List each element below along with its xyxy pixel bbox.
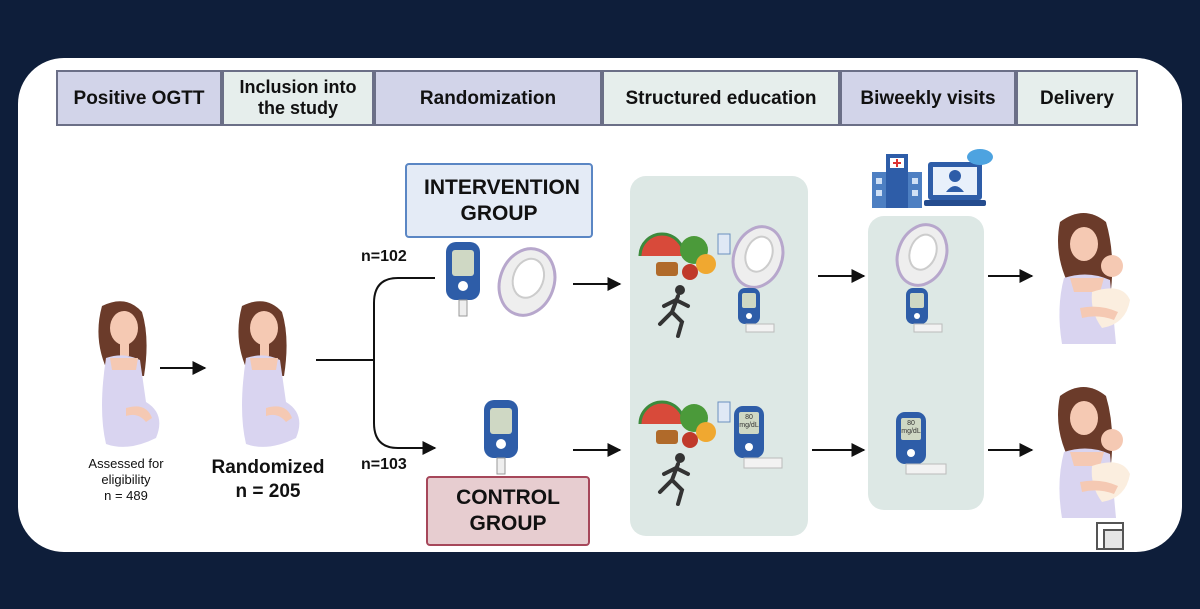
expand-icon[interactable] bbox=[1096, 522, 1124, 550]
stage-randomization: Randomization bbox=[374, 70, 602, 126]
telemedicine-icon bbox=[924, 149, 993, 206]
glucose-meter-icon bbox=[484, 400, 518, 475]
stage-positive-ogtt: Positive OGTT bbox=[56, 70, 222, 126]
mother-baby-icon bbox=[1058, 387, 1130, 518]
diagram-card: Positive OGTT Inclusion into the study R… bbox=[18, 58, 1182, 552]
stage-biweekly-visits: Biweekly visits bbox=[840, 70, 1016, 126]
intervention-group-box: INTERVENTION GROUP bbox=[405, 163, 593, 238]
pregnant-woman-icon bbox=[238, 301, 300, 447]
glucose-meter-icon bbox=[906, 288, 943, 333]
food-icon bbox=[638, 400, 731, 448]
control-group-box: CONTROL GROUP bbox=[426, 476, 590, 546]
runner-icon bbox=[658, 453, 690, 506]
stage-structured-education: Structured education bbox=[602, 70, 840, 126]
flow-connectors bbox=[160, 269, 1034, 552]
runner-icon bbox=[658, 285, 690, 338]
pregnant-woman-icon bbox=[98, 301, 160, 447]
stage-inclusion: Inclusion into the study bbox=[222, 70, 374, 126]
cgm-sensor-icon bbox=[895, 223, 949, 287]
cgm-sensor-icon bbox=[731, 225, 785, 289]
food-icon bbox=[638, 232, 731, 280]
mother-baby-icon bbox=[1058, 213, 1130, 344]
intervention-n-label: n=102 bbox=[361, 248, 407, 265]
glucose-meter-icon bbox=[446, 242, 480, 317]
stage-delivery: Delivery bbox=[1016, 70, 1138, 126]
cgm-sensor-icon bbox=[497, 247, 557, 317]
hospital-icon bbox=[872, 154, 922, 208]
branch-connector bbox=[316, 277, 435, 448]
control-n-label: n=103 bbox=[361, 456, 407, 473]
glucose-meter-icon bbox=[738, 288, 775, 333]
